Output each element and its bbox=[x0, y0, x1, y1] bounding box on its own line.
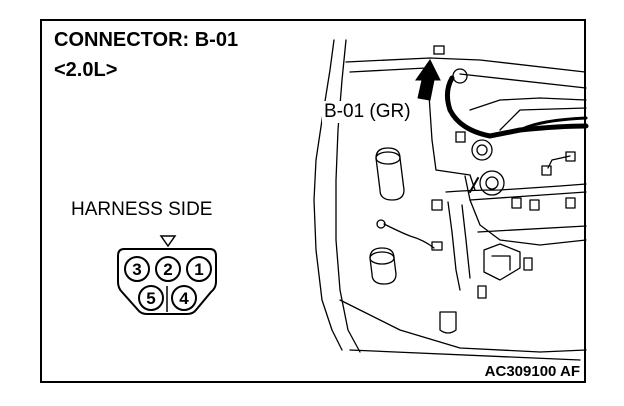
svg-text:2: 2 bbox=[163, 260, 172, 279]
bottom-dowel bbox=[439, 311, 457, 334]
side-wire bbox=[383, 223, 435, 249]
engine-block bbox=[464, 175, 587, 246]
engine-variant: <2.0L> bbox=[54, 59, 118, 81]
lower-bracket bbox=[483, 243, 521, 281]
connector-housing bbox=[117, 248, 217, 315]
diagram-frame bbox=[40, 19, 586, 383]
lower-mount bbox=[369, 247, 397, 285]
pin-4: 4 bbox=[171, 285, 197, 311]
body-panel-outline bbox=[313, 39, 343, 351]
pin-2: 2 bbox=[155, 256, 181, 282]
connector-key-marker bbox=[159, 235, 177, 248]
svg-text:3: 3 bbox=[132, 260, 141, 279]
svg-text:5: 5 bbox=[146, 289, 155, 308]
connector-title: CONNECTOR: B-01 bbox=[54, 29, 239, 51]
b01-connector-body bbox=[433, 45, 445, 55]
harness-branch bbox=[445, 183, 587, 193]
pin-1: 1 bbox=[186, 256, 212, 282]
pin-5: 5 bbox=[138, 285, 164, 311]
harness-side-label: HARNESS SIDE bbox=[71, 199, 213, 220]
figure-code: AC309100 AF bbox=[484, 363, 580, 380]
svg-text:4: 4 bbox=[179, 289, 189, 308]
pin-3: 3 bbox=[124, 256, 150, 282]
main-harness-cable bbox=[444, 75, 589, 139]
inner-panel bbox=[427, 79, 476, 191]
left-mount bbox=[375, 147, 405, 201]
grommet bbox=[452, 68, 468, 84]
fender-top-ledge bbox=[345, 57, 586, 73]
callout-arrow bbox=[415, 59, 441, 101]
diagram-title: CONNECTOR: B-01 <2.0L> bbox=[54, 28, 238, 82]
svg-text:1: 1 bbox=[194, 260, 203, 279]
connector-callout-label: B-01 (GR) bbox=[322, 101, 413, 123]
